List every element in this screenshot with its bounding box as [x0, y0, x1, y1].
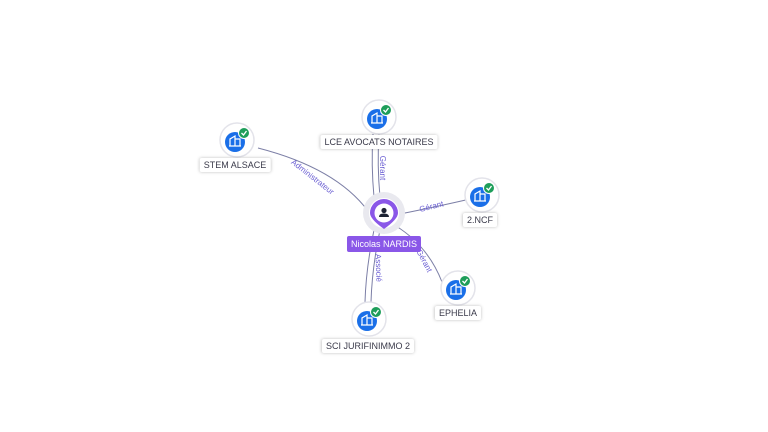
check-icon [483, 182, 495, 194]
company-node[interactable] [464, 177, 500, 213]
building-glyph [474, 189, 486, 202]
edge-role-label: Associé [374, 254, 384, 283]
company-label[interactable]: STEM ALSACE [199, 158, 271, 172]
building-glyph [229, 134, 241, 147]
person-icon [381, 207, 387, 214]
check-icon [380, 104, 392, 116]
company-label[interactable]: LCE AVOCATS NOTAIRES [320, 135, 438, 149]
company-node[interactable] [351, 301, 387, 337]
check-glyph [373, 309, 380, 315]
company-label[interactable]: EPHELIA [434, 306, 482, 320]
edge-line [395, 225, 443, 283]
company-label[interactable]: SCI JURIFINIMMO 2 [321, 339, 415, 353]
edge-line [399, 198, 471, 215]
check-glyph [383, 107, 390, 113]
company-node[interactable] [440, 270, 476, 306]
check-glyph [241, 130, 248, 136]
edge-role-label: Administrateur [289, 158, 335, 197]
person-label[interactable]: Nicolas NARDIS [346, 236, 422, 252]
company-node[interactable] [219, 122, 255, 158]
check-icon [238, 127, 250, 139]
company-node[interactable] [361, 99, 397, 135]
check-glyph [462, 278, 469, 284]
building-glyph [361, 313, 373, 326]
company-label[interactable]: 2.NCF [462, 213, 498, 227]
edge-role-label: Gérant [418, 199, 445, 214]
building-glyph [450, 282, 462, 295]
check-icon [370, 306, 382, 318]
check-icon [459, 275, 471, 287]
edge-role-label: Gérant [378, 156, 387, 181]
edge-line [257, 147, 369, 212]
check-glyph [486, 185, 493, 191]
building-glyph [371, 111, 383, 124]
person-node[interactable] [363, 192, 405, 234]
person-body-icon [379, 213, 389, 217]
